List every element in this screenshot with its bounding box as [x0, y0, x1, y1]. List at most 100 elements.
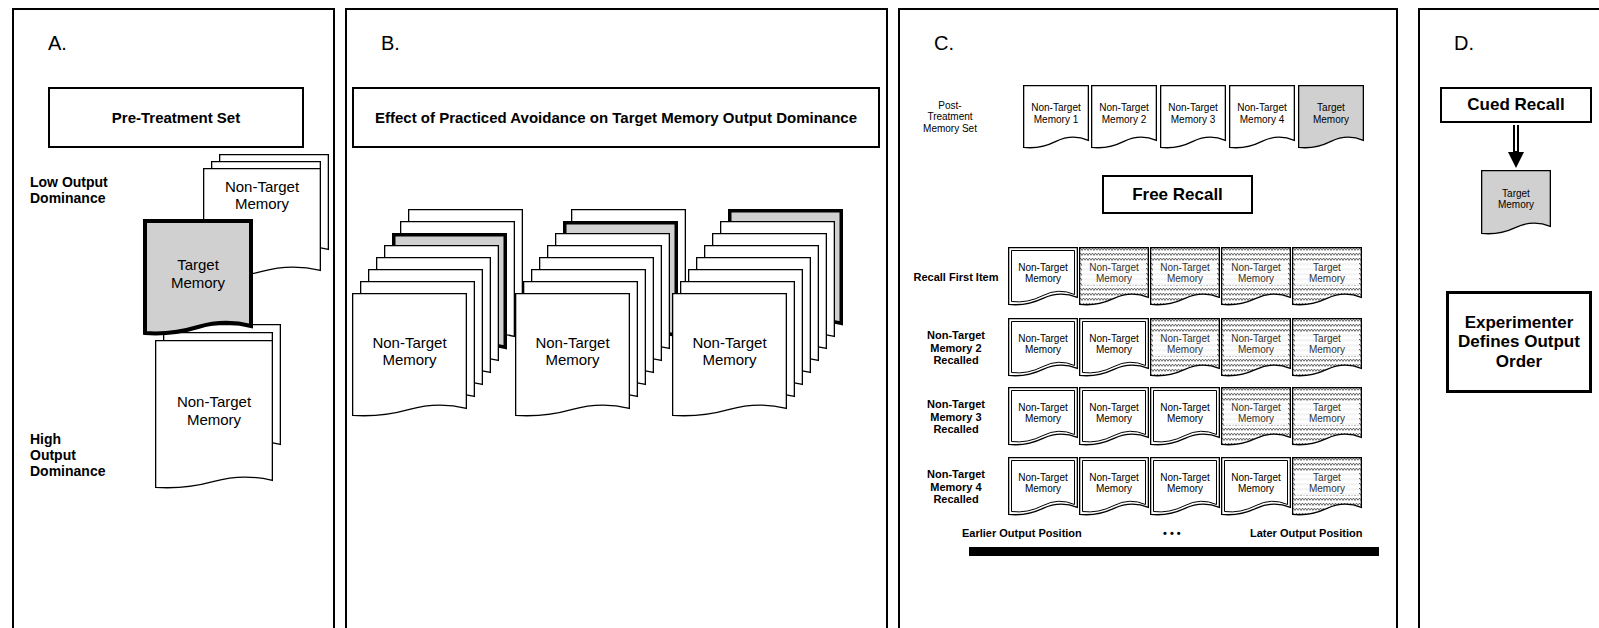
zigzag-fill [1151, 248, 1220, 305]
card-inner-border [1012, 391, 1075, 442]
zigzag-fill [1151, 319, 1220, 376]
card-fill [1009, 319, 1078, 376]
card-border [1222, 458, 1291, 515]
memory-card: Target Memory [143, 219, 253, 337]
card-fill [1080, 388, 1149, 445]
memory-card: Non-Target Memory [1150, 387, 1220, 447]
annotation-label: Recall First Item [910, 271, 1002, 284]
card-label: Non-Target Memory [1153, 402, 1217, 425]
memory-card: Non-Target Memory [515, 293, 630, 418]
memory-card: Non-Target Memory [1079, 247, 1149, 307]
card-label: Non-Target Memory [1082, 472, 1146, 495]
memory-card: Non-Target Memory [1008, 387, 1078, 447]
card-fill [1080, 458, 1149, 515]
annotation-label: Non-Target Memory 2 Recalled [910, 329, 1002, 367]
card-border [673, 294, 787, 416]
card-label: Non-Target Memory [523, 334, 622, 369]
annotation-label: Earlier Output Position [962, 527, 1082, 540]
card-fill [1009, 248, 1078, 305]
card-fill [1222, 248, 1291, 305]
card-border [1293, 319, 1362, 376]
annotation-text: Non-Target Memory 4 Recalled [910, 468, 1002, 506]
panel-letter: D. [1454, 32, 1474, 55]
memory-card: Target Memory [1292, 387, 1362, 447]
card-fill [1151, 248, 1220, 305]
card-fill [1009, 458, 1078, 515]
card-inner-border [1083, 391, 1146, 442]
card-border [1080, 458, 1149, 515]
card-label: Non-Target Memory [1224, 262, 1288, 285]
card-fill [1009, 388, 1078, 445]
card-border [1222, 248, 1291, 305]
card-label: Non-Target Memory [680, 334, 779, 369]
memory-card: Non-Target Memory [1150, 247, 1220, 307]
annotation-text: Post-Treatment Memory Set [918, 100, 982, 135]
memory-card: Non-Target Memory [1221, 457, 1291, 517]
card-fill [145, 221, 251, 333]
card-label: Non-Target Memory [1153, 472, 1217, 495]
memory-card: Target Memory [1292, 318, 1362, 378]
panel: D. Cued RecallTarget MemoryExperimenter D… [1418, 8, 1599, 628]
card-inner-border [1154, 391, 1217, 442]
memory-card: Non-Target Memory [1221, 387, 1291, 447]
card-border [1151, 248, 1220, 305]
memory-card: Non-Target Memory [1008, 318, 1078, 378]
card-label: Target Memory [1484, 188, 1548, 211]
memory-card: Non-Target Memory [672, 293, 787, 418]
card-label: Target Memory [1295, 472, 1359, 495]
card-label: Non-Target Memory [1011, 472, 1075, 495]
memory-card: Non-Target Memory [1079, 387, 1149, 447]
card-label: Non-Target Memory [1224, 333, 1288, 356]
card-border [1222, 319, 1291, 376]
output-position-bar [969, 547, 1379, 556]
card-label: Non-Target Memory [211, 178, 313, 213]
card-border [1080, 248, 1149, 305]
card-fill [1151, 388, 1220, 445]
memory-card: Non-Target Memory 1 [1023, 85, 1089, 150]
card-border [1009, 248, 1078, 305]
arrow-inner-line [1515, 125, 1517, 151]
panel: B.Effect of Practiced Avoidance on Targe… [345, 8, 888, 628]
card-fill [1482, 171, 1551, 234]
card-border [1080, 388, 1149, 445]
card-label: Non-Target Memory [1082, 402, 1146, 425]
card-fill [516, 294, 630, 416]
label-box: Pre-Treatment Set [48, 87, 304, 148]
zigzag-fill [1222, 248, 1291, 305]
card-inner-border [1012, 322, 1075, 373]
box-label: Experimenter Defines Output Order [1457, 313, 1581, 372]
card-fill [156, 341, 273, 488]
arrow-connector [1513, 125, 1519, 152]
card-label: Target Memory [151, 256, 245, 291]
card-label: Non-Target Memory 4 [1232, 102, 1292, 125]
box-label: Pre-Treatment Set [112, 109, 240, 126]
label-box: Free Recall [1102, 175, 1253, 214]
card-border [1222, 388, 1291, 445]
annotation-label: Later Output Position [1250, 527, 1362, 540]
memory-card: Target Memory [1292, 247, 1362, 307]
memory-card: Non-Target Memory [1150, 457, 1220, 517]
card-inner-border [1012, 461, 1075, 512]
memory-card: Non-Target Memory [155, 340, 273, 490]
card-label: Non-Target Memory [1011, 262, 1075, 285]
zigzag-fill [1080, 248, 1149, 305]
panel-letter: C. [934, 32, 954, 55]
card-border [1293, 458, 1362, 515]
box-label: Cued Recall [1467, 95, 1564, 115]
card-border [516, 294, 630, 416]
card-inner-border [1225, 461, 1288, 512]
card-inner-border [1012, 251, 1075, 302]
memory-card: Non-Target Memory 2 [1091, 85, 1157, 150]
zigzag-fill [1293, 388, 1362, 445]
annotation-label: High Output Dominance [30, 431, 110, 479]
card-border [1230, 86, 1295, 148]
card-fill [1222, 319, 1291, 376]
zigzag-fill [1222, 388, 1291, 445]
memory-card: Non-Target Memory 3 [1160, 85, 1226, 150]
annotation-label: Non-Target Memory 4 Recalled [910, 468, 1002, 506]
card-fill [1080, 319, 1149, 376]
card-inner-border [1083, 461, 1146, 512]
card-border [1024, 86, 1089, 148]
card-fill [1222, 458, 1291, 515]
memory-card: Non-Target Memory [352, 293, 467, 418]
